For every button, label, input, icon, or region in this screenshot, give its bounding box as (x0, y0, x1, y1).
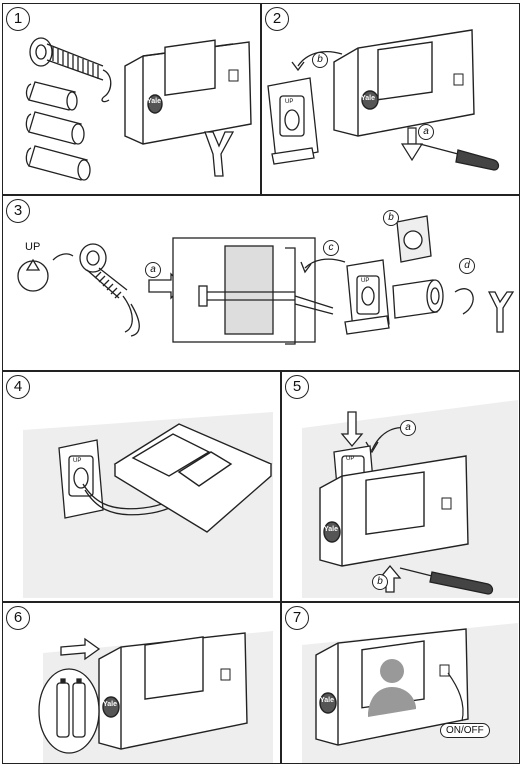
callout-b: b (372, 574, 388, 590)
step-number-badge: 4 (6, 375, 30, 399)
viewer-device-icon (124, 39, 252, 145)
callout-c: c (323, 240, 339, 256)
step-number-badge: 2 (265, 7, 289, 31)
mounting-plate-icon (267, 77, 319, 165)
lens-barrel-icon (79, 243, 140, 337)
screwdriver-icon (399, 567, 494, 595)
step-number-badge: 7 (285, 606, 309, 630)
step-2-panel: 2 b a Yale UP (261, 3, 520, 195)
person-silhouette-icon (368, 659, 416, 717)
step-5-panel: 5 a b Yale UP (281, 371, 520, 602)
callout-b: b (312, 52, 328, 68)
brand-logo: Yale (103, 701, 118, 708)
screw-icon (400, 127, 424, 162)
brand-logo: Yale (361, 95, 376, 102)
callout-b: b (383, 210, 399, 226)
step-1-illustration (25, 37, 252, 181)
viewer-device-icon (98, 632, 248, 750)
on-off-switch-label: ON/OFF (440, 723, 490, 738)
nut-tube-icon (392, 279, 444, 319)
callout-a: a (400, 420, 416, 436)
step-6-panel: 6 Yale (2, 602, 281, 764)
step-4-illustration (23, 412, 273, 598)
battery-bubble-icon (38, 668, 100, 754)
door-cross-section-icon (172, 237, 334, 345)
step-7-illustration (302, 623, 518, 763)
curved-arrow-icon (300, 258, 346, 274)
rotate-arrow-icon (454, 288, 474, 315)
step-number-badge: 6 (6, 606, 30, 630)
lens-barrel-icon (29, 37, 112, 103)
up-label: UP (25, 241, 41, 253)
viewer-back-icon (113, 423, 273, 533)
step-7-panel: 7 Yale ON/OFF (281, 602, 520, 764)
wrench-tool-icon (487, 291, 515, 333)
viewer-device-icon (319, 455, 469, 567)
step-number-badge: 5 (285, 375, 309, 399)
step-2-illustration (267, 29, 500, 171)
brand-logo: Yale (147, 98, 162, 105)
step-5-illustration (302, 400, 518, 598)
step-3-panel: 3 UP a c b d UP (2, 195, 520, 371)
plate-mark: UP (346, 456, 355, 462)
callout-d: d (459, 258, 475, 274)
leader-line (447, 672, 464, 722)
plate-mark: UP (285, 99, 294, 105)
battery-cover-arrow-icon (60, 637, 101, 661)
brand-logo: Yale (320, 697, 335, 704)
mounting-plate-icon (344, 259, 390, 335)
extension-tubes-icon (25, 81, 91, 181)
step-1-panel: 1 Yale (2, 3, 261, 195)
step-3-illustration (17, 215, 515, 345)
callout-a: a (145, 262, 161, 278)
wrench-tool-icon (204, 131, 235, 177)
plate-mark: UP (73, 458, 82, 464)
down-arrow-icon (340, 411, 364, 448)
adhesive-pad-icon (396, 215, 432, 263)
step-4-panel: 4 UP (2, 371, 281, 602)
callout-a: a (418, 124, 434, 140)
viewer-device-icon (333, 29, 475, 137)
screwdriver-icon (419, 143, 500, 171)
step-number-badge: 1 (6, 7, 30, 31)
brand-logo: Yale (324, 526, 339, 533)
up-orientation-icon (17, 253, 74, 292)
plate-mark: UP (361, 278, 370, 284)
step-number-badge: 3 (6, 199, 30, 223)
mounting-plate-icon (58, 439, 104, 519)
step-6-illustration (38, 631, 273, 763)
